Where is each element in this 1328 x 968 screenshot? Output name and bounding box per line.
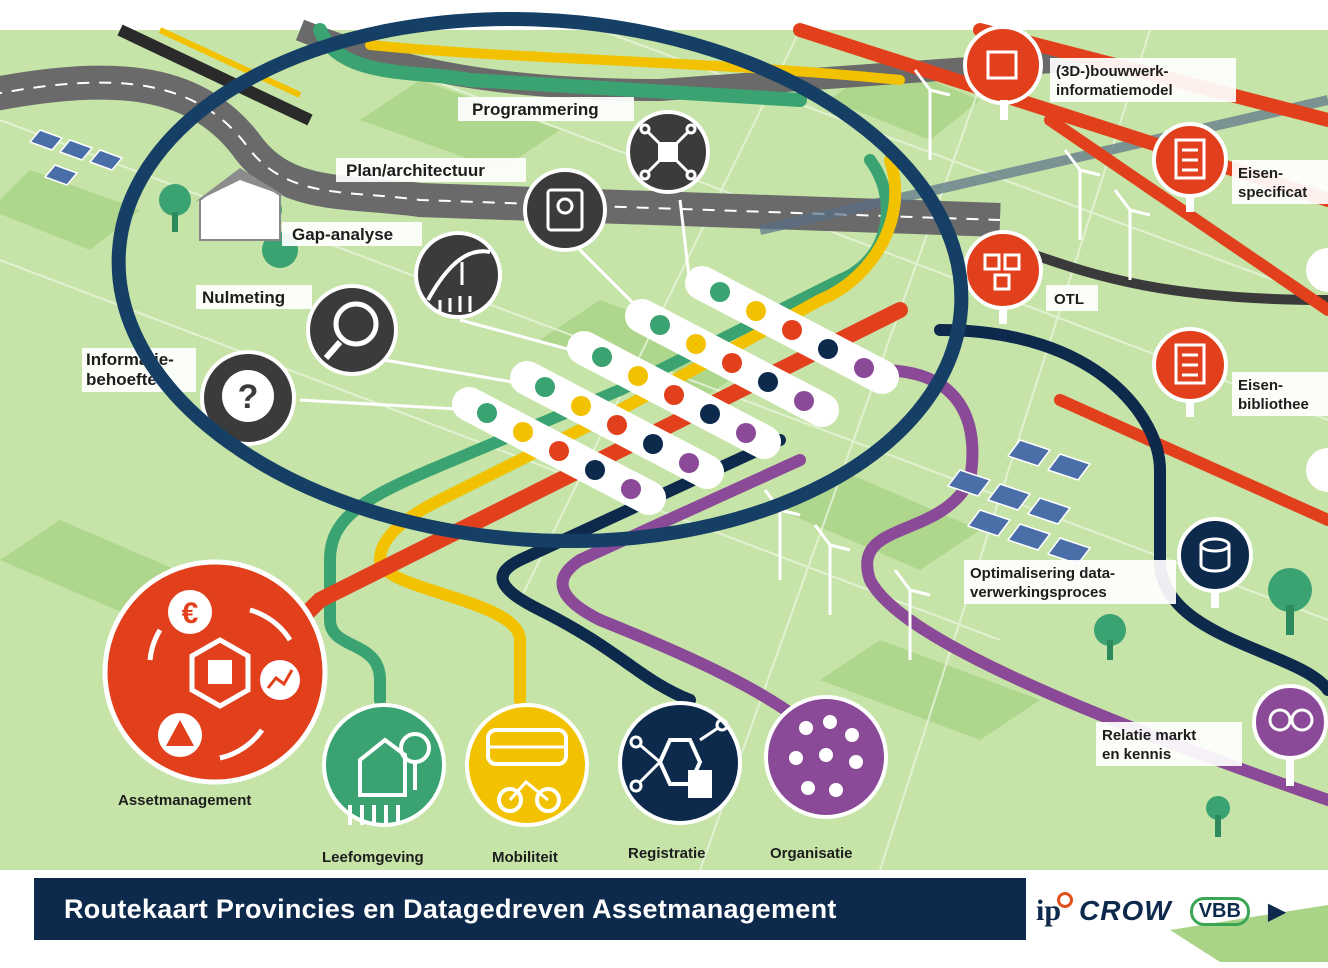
matrix-dot: [722, 353, 742, 373]
ipo-logo-dot: [1057, 892, 1074, 908]
label-bouwwerk-line2: informatiemodel: [1056, 82, 1173, 99]
matrix-dot: [628, 366, 648, 386]
label-otl: OTL: [1054, 291, 1084, 308]
question-icon: ?: [200, 350, 296, 446]
matrix-dot: [592, 347, 612, 367]
matrix-dot: [535, 377, 555, 397]
label-relatie-line1: Relatie markt: [1102, 727, 1196, 744]
wind-turbines: [763, 69, 1151, 660]
matrix-dot: [746, 301, 766, 321]
bulb-exchange-icon: [1252, 684, 1328, 786]
rail-right: [1018, 245, 1328, 305]
matrix-dot: [679, 453, 699, 473]
label-registratie: Registratie: [628, 845, 706, 862]
matrix-dot: [664, 385, 684, 405]
train-bike-icon: [465, 703, 589, 827]
train-top-left: [158, 27, 302, 98]
partner-logos: ip CROW VBB ▶: [1036, 886, 1328, 936]
matrix-dot: [549, 441, 569, 461]
matrix-dot: [571, 396, 591, 416]
label-relatie-line2: en kennis: [1102, 746, 1171, 763]
label-plan-architectuur: Plan/architectuur: [346, 161, 485, 180]
road-markings: [0, 81, 1001, 221]
next-arrow-icon[interactable]: ▶: [1267, 897, 1287, 925]
vbb-logo[interactable]: VBB: [1189, 896, 1250, 926]
line-yellow-route: [374, 154, 902, 706]
label-nulmeting: Nulmeting: [202, 288, 285, 307]
label-programmering: Programmering: [472, 100, 599, 119]
banner-title: Routekaart Provincies en Datagedreven As…: [64, 893, 837, 924]
network-icon: [626, 110, 710, 194]
svg-text:€: €: [182, 597, 199, 630]
label-mobiliteit: Mobiliteit: [492, 849, 558, 866]
theme-labels: Assetmanagement Leefomgeving Mobiliteit …: [118, 792, 853, 866]
matrix-dot: [621, 479, 641, 499]
line-purple-route: [556, 364, 1328, 806]
label-bouwwerk-line1: (3D-)bouwwerk-: [1056, 63, 1169, 80]
matrix-dot: [758, 372, 778, 392]
label-organisatie: Organisatie: [770, 845, 853, 862]
crow-logo[interactable]: CROW: [1079, 895, 1172, 926]
matrix-dot: [513, 422, 533, 442]
data-registry-icon: [618, 701, 742, 825]
line-yellow-top: [365, 40, 905, 85]
edge-icon-partial: [1306, 448, 1328, 492]
matrix-dot: [686, 334, 706, 354]
matrix-dot: [650, 315, 670, 335]
ground-corner: [1170, 905, 1328, 962]
line-red-mid: [1044, 114, 1328, 316]
line-navy-route: [496, 324, 1328, 706]
matrix-dot: [736, 423, 756, 443]
dot-matrix: [452, 266, 899, 515]
checklist-icon: [1152, 327, 1228, 417]
matrix-dot: [782, 320, 802, 340]
label-optimalisering-line2: verwerkingsproces: [970, 584, 1107, 601]
euro-cycle-icon: €: [102, 559, 328, 785]
label-optimalisering-line1: Optimalisering data-: [970, 565, 1115, 582]
matrix-dot: [818, 339, 838, 359]
matrix-dot: [794, 391, 814, 411]
label-informatiebehoefte-line2: behoefte: [86, 370, 157, 389]
highlight-ellipse: [111, 11, 969, 549]
theme-icons: €: [102, 559, 888, 827]
process-icons: ?: [200, 110, 710, 446]
ipo-logo[interactable]: ip: [1036, 892, 1074, 928]
label-assetmanagement: Assetmanagement: [118, 792, 251, 809]
svg-text:?: ?: [238, 378, 259, 416]
water-canal: [758, 95, 1328, 235]
matrix-dot: [854, 358, 874, 378]
solar-panels: [28, 129, 1092, 565]
matrix-dot: [585, 460, 605, 480]
edge-icon-partial: [1306, 248, 1328, 292]
title-banner: Routekaart Provincies en Datagedreven As…: [34, 878, 1026, 940]
icon-leader-lines: [299, 199, 692, 412]
bridge-measure-icon: [414, 231, 502, 319]
matrix-dot: [700, 404, 720, 424]
label-eisen-bib-line1: Eisen-: [1238, 377, 1283, 394]
label-eisen-spec-line1: Eisen-: [1238, 165, 1283, 182]
rail-top-left: [117, 24, 313, 126]
line-red-low: [1054, 394, 1328, 526]
right-labels: (3D-)bouwwerk- informatiemodel Eisen- sp…: [964, 58, 1328, 766]
matrix-dot: [710, 282, 730, 302]
label-gap-analyse: Gap-analyse: [292, 225, 393, 244]
ipo-logo-text: ip: [1036, 894, 1062, 927]
house: [195, 168, 285, 241]
matrix-dot: [477, 403, 497, 423]
matrix-dot: [607, 415, 627, 435]
people-network-icon: [764, 695, 888, 819]
lightbulb-scroll-icon: [523, 168, 607, 252]
label-eisen-bib-line2: bibliothee: [1238, 396, 1309, 413]
label-eisen-spec-line2: specificat: [1238, 184, 1307, 201]
label-leefomgeving: Leefomgeving: [322, 849, 424, 866]
bim-model-icon: [963, 25, 1043, 120]
right-icons: [963, 25, 1328, 786]
database-sync-icon: [1177, 517, 1253, 608]
checklist-icon: [1152, 122, 1228, 212]
nature-house-icon: [322, 703, 446, 827]
magnifier-icon: [306, 284, 398, 376]
matrix-dot: [643, 434, 663, 454]
